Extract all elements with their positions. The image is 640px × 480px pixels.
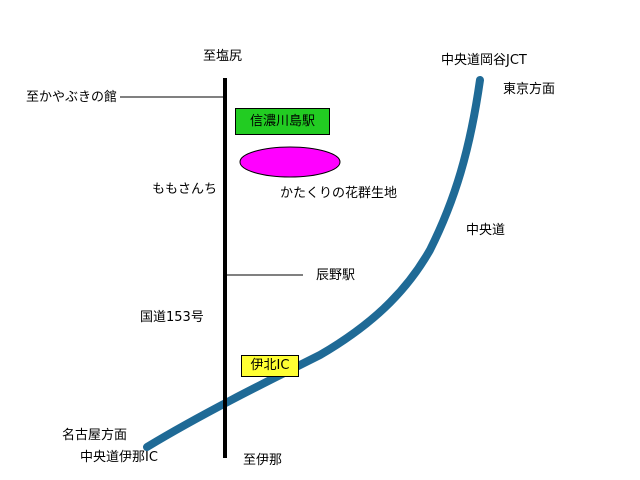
chuo-ina-ic-label: 中央道伊那IC — [80, 450, 158, 465]
ihoku-ic-box: 伊北IC — [241, 355, 299, 377]
route-153-label: 国道153号 — [140, 310, 204, 325]
tatsuno-station-label: 辰野駅 — [316, 268, 356, 283]
chuo-expressway-label: 中央道 — [466, 223, 506, 238]
chuo-expressway-line — [143, 76, 484, 451]
to-shiojiri-label: 至塩尻 — [203, 49, 243, 64]
momo-sanchi-label: ももさんち — [152, 182, 218, 197]
flower-field-label: かたくりの花群生地 — [280, 186, 398, 201]
nagoya-direction-label: 名古屋方面 — [62, 428, 128, 443]
to-ina-label: 至伊那 — [243, 453, 283, 468]
shinano-kawashima-station-box: 信濃川島駅 — [235, 108, 330, 135]
chuo-okaya-jct-label: 中央道岡谷JCT — [441, 53, 527, 68]
flower-field-marker — [239, 146, 341, 178]
tokyo-direction-label: 東京方面 — [503, 82, 556, 97]
to-kayabuki-label: 至かやぶきの館 — [26, 90, 118, 105]
